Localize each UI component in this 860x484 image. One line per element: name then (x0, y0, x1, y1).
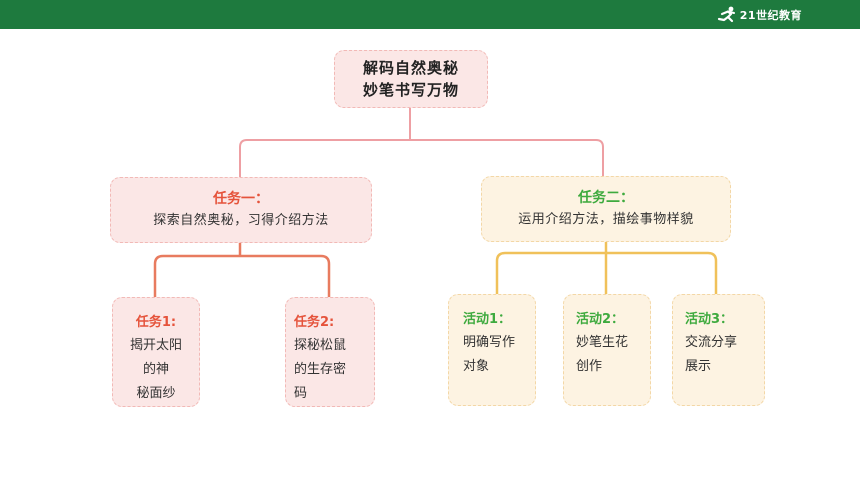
subtask2-line-3: 码 (294, 386, 308, 401)
task2-heading: 任务二： (578, 190, 634, 206)
activity3-line-1: 交流分享 (685, 335, 738, 350)
subtask2-line-2: 的生存密 (294, 362, 347, 377)
task1-text: 探索自然奥秘，习得介绍方法 (153, 213, 329, 228)
activity3-heading: 活动3： (685, 312, 734, 327)
connector-root-branch (239, 139, 604, 177)
brand-name: 21世纪教育 (739, 9, 802, 22)
task1-node: 任务一： 探索自然奥秘，习得介绍方法 (110, 177, 372, 243)
brand-logo: 21世纪教育 (716, 5, 802, 25)
activity3-node: 活动3： 交流分享 展示 (672, 294, 765, 406)
activity1-line-1: 明确写作 (463, 335, 516, 350)
activity1-heading: 活动1： (463, 312, 512, 327)
activity3-line-2: 展示 (685, 359, 712, 374)
task1-heading: 任务一： (213, 191, 269, 207)
activity2-line-1: 妙笔生花 (576, 335, 629, 350)
activity1-line-2: 对象 (463, 359, 490, 374)
task2-text: 运用介绍方法，描绘事物样貌 (518, 212, 694, 227)
connector-task1-branch (153, 254, 331, 297)
title-line-2: 妙笔书写万物 (362, 81, 459, 99)
subtask2-heading: 任务2: (294, 315, 335, 330)
subtask1-heading: 任务1: (135, 315, 177, 330)
title-line-1: 解码自然奥秘 (362, 59, 459, 77)
runner-icon (717, 6, 735, 23)
header-bar: 21世纪教育 (0, 0, 860, 29)
subtask1-line-3: 秘面纱 (136, 386, 176, 401)
activity1-node: 活动1： 明确写作 对象 (448, 294, 536, 406)
subtask1-line-1: 揭开太阳 (129, 338, 182, 353)
connector-task2-branch (495, 251, 718, 294)
task2-node: 任务二： 运用介绍方法，描绘事物样貌 (481, 176, 731, 242)
activity2-node: 活动2： 妙笔生花 创作 (563, 294, 651, 406)
subtask2-line-1: 探秘松鼠 (294, 338, 347, 353)
activity2-line-2: 创作 (576, 359, 603, 374)
subtask1-line-2: 的神 (142, 362, 169, 377)
activity2-heading: 活动2： (576, 312, 625, 327)
subtask1-node: 任务1: 揭开太阳 的神 秘面纱 (112, 297, 200, 407)
subtask2-node: 任务2: 探秘松鼠 的生存密 码 (285, 297, 375, 407)
root-node: 解码自然奥秘 妙笔书写万物 (334, 50, 488, 108)
